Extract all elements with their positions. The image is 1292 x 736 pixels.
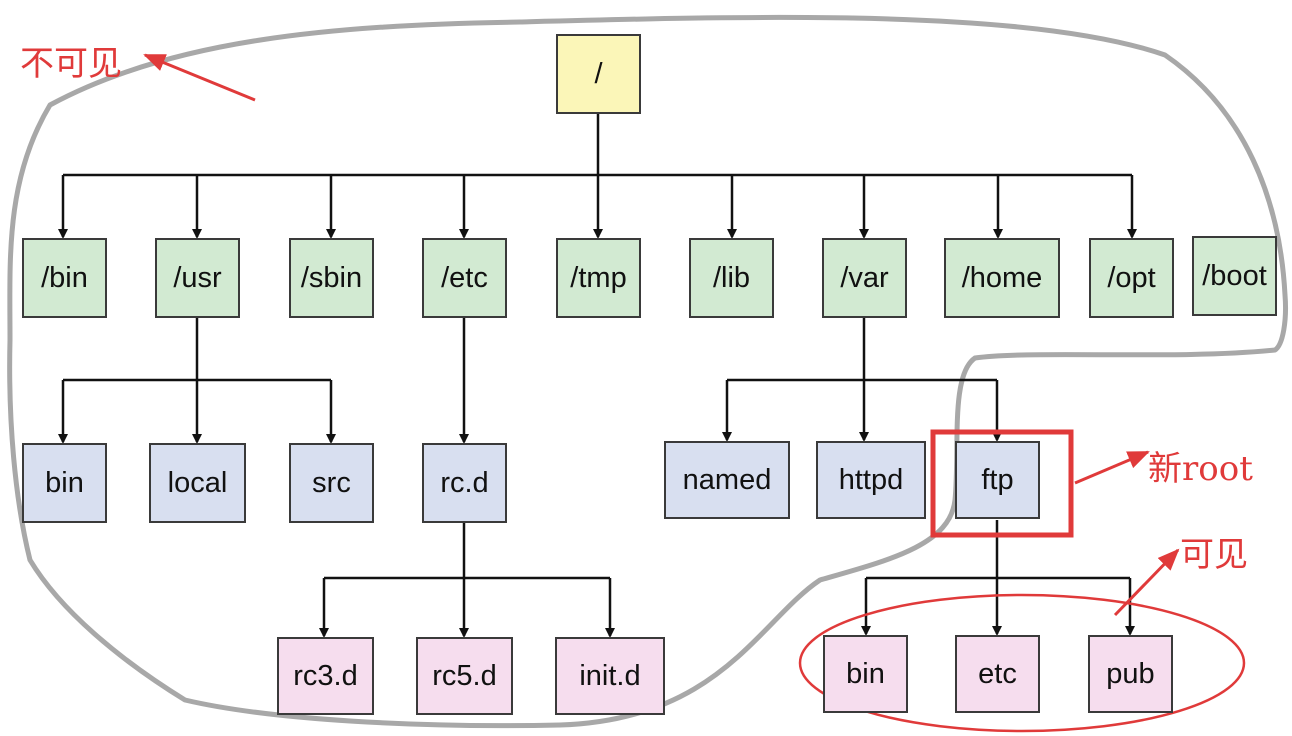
visible-region-ellipse xyxy=(798,593,1246,733)
node-named: named xyxy=(664,441,790,519)
node-root: / xyxy=(556,34,641,114)
node-tmp: /tmp xyxy=(556,238,641,318)
node-opt: /opt xyxy=(1089,238,1174,318)
node-rc5d: rc5.d xyxy=(416,637,513,715)
node-sbin: /sbin xyxy=(289,238,374,318)
node-usr-bin: bin xyxy=(22,443,107,523)
invisible-pointer-arrow xyxy=(143,53,256,102)
annotation-new-root: 新root xyxy=(1148,449,1253,489)
node-httpd: httpd xyxy=(816,441,926,519)
tree-connectors xyxy=(58,113,1137,638)
new-root-highlight-box xyxy=(930,429,1074,538)
invisible-region-boundary xyxy=(7,14,1288,729)
node-ftp-etc: etc xyxy=(955,635,1040,713)
node-boot: /boot xyxy=(1192,236,1277,316)
node-usr-local: local xyxy=(149,443,246,523)
node-usr-src: src xyxy=(289,443,374,523)
node-rcd: rc.d xyxy=(422,443,507,523)
visible-pointer-arrow xyxy=(1113,548,1180,617)
node-initd: init.d xyxy=(555,637,665,715)
node-ftp-pub: pub xyxy=(1088,635,1173,713)
annotation-invisible: 不可见 xyxy=(20,44,122,84)
node-etc-top: /etc xyxy=(422,238,507,318)
node-ftp-bin: bin xyxy=(823,635,908,713)
new-root-pointer-arrow xyxy=(1074,450,1150,485)
node-bin-top: /bin xyxy=(22,238,107,318)
node-usr: /usr xyxy=(155,238,240,318)
node-home: /home xyxy=(944,238,1060,318)
annotation-visible: 可见 xyxy=(1180,535,1248,575)
node-var: /var xyxy=(822,238,907,318)
node-ftp: ftp xyxy=(955,441,1040,519)
node-lib: /lib xyxy=(689,238,774,318)
node-rc3d: rc3.d xyxy=(277,637,374,715)
